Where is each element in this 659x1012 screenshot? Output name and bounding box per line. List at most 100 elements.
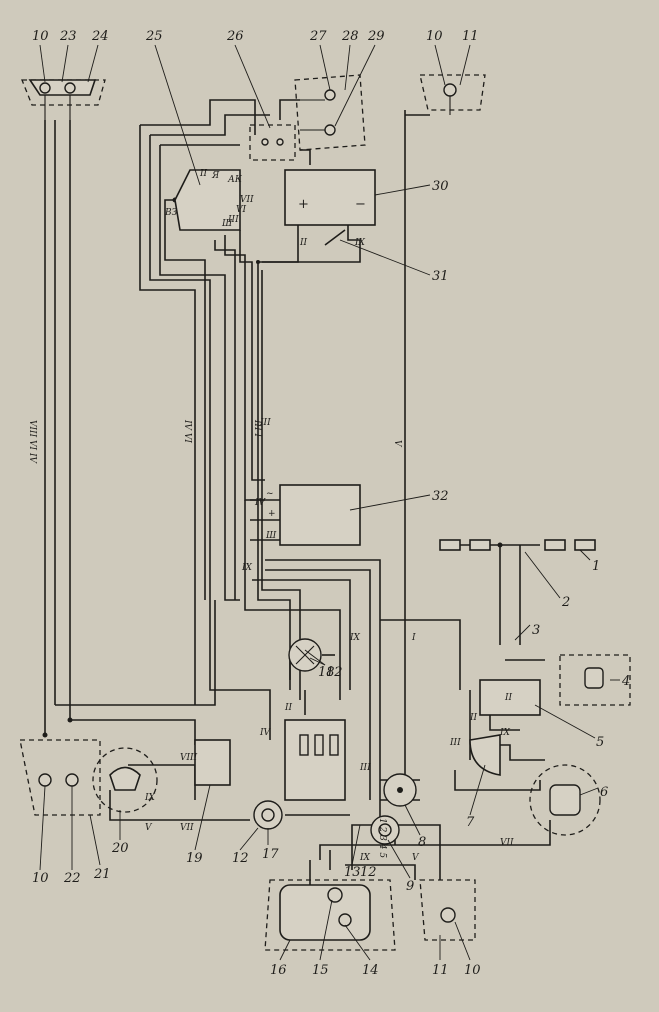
gen-terminal-ac: ~ xyxy=(266,489,274,499)
label-10-bottom: 10 xyxy=(464,963,481,978)
terminal-vz: ВЗ xyxy=(164,208,178,218)
wire-mark-reg-c: II xyxy=(199,169,208,179)
label-21: 21 xyxy=(93,867,111,882)
gen-terminal-plus: + xyxy=(268,509,276,519)
wire-mark-low-d: II xyxy=(504,693,513,703)
label-8: 8 xyxy=(418,835,426,850)
terminal-markers: ВЗ Я Ш АК Ш + ~ + − 1 2 3 4 5 xyxy=(164,171,387,858)
label-30: 30 xyxy=(432,179,449,194)
label-10-top-right: 10 xyxy=(426,29,443,44)
wire-mark-left-c: V xyxy=(145,823,153,833)
label-26: 26 xyxy=(226,29,244,44)
headlamp-top-left xyxy=(21,79,106,120)
label-31: 31 xyxy=(432,269,449,284)
battery-plus: + xyxy=(298,197,309,212)
ignition-coil-6 xyxy=(529,764,601,836)
label-14: 14 xyxy=(362,963,379,978)
wire-mark-gen-c: III xyxy=(259,418,271,428)
label-7: 7 xyxy=(466,815,475,830)
wire-mark-right-d: VII xyxy=(500,838,514,848)
gen-terminal-sh: Ш xyxy=(265,531,277,541)
component-19 xyxy=(194,739,231,786)
wire-mark-mid-bundle: IV VI xyxy=(182,419,192,443)
sensor-4 xyxy=(559,654,631,706)
wire-mark-v: V xyxy=(392,440,402,448)
wire-mark-batt-b: IX xyxy=(354,238,366,248)
label-17: 17 xyxy=(262,847,279,862)
label-32: 32 xyxy=(432,489,449,504)
label-10: 10 xyxy=(32,29,49,44)
switch-26 xyxy=(249,124,296,161)
label-12-b: 12 xyxy=(326,665,343,680)
terminal-ak: АК xyxy=(227,175,243,185)
label-16: 16 xyxy=(270,963,287,978)
label-19: 19 xyxy=(186,851,203,866)
terminal-ya: Я xyxy=(211,171,220,181)
wire-mark-reg-d: VII xyxy=(240,195,254,205)
wire-mark-gen-a: IV xyxy=(254,498,267,508)
label-29: 29 xyxy=(367,29,385,44)
battery-minus: − xyxy=(355,197,366,212)
label-11-top-right: 11 xyxy=(462,29,479,44)
switch-codes: 1 2 3 4 5 xyxy=(377,818,387,858)
wire-mark-reg-b: VI xyxy=(236,205,246,215)
wire-mark-gen-b: IX xyxy=(241,563,253,573)
wire-mark-left-a: VIII xyxy=(180,753,198,763)
label-1: 1 xyxy=(592,559,600,574)
label-13: 13 xyxy=(344,865,361,880)
label-12-c: 12 xyxy=(232,851,249,866)
wire-mark-right-a: II xyxy=(469,713,478,723)
label-4: 4 xyxy=(621,674,630,689)
label-22: 22 xyxy=(63,871,81,886)
label-2: 2 xyxy=(561,595,570,610)
label-9: 9 xyxy=(406,879,414,894)
lamp-18 xyxy=(288,638,322,672)
wire-mark-sw-d: IX xyxy=(349,633,361,643)
central-switch-8 xyxy=(383,773,417,807)
label-23: 23 xyxy=(59,29,77,44)
sound-signal-7 xyxy=(469,734,501,776)
wire-mark-low-a: I xyxy=(411,633,416,643)
side-lamp-left xyxy=(19,739,101,816)
battery xyxy=(284,169,376,226)
tail-lamp-bottom xyxy=(419,879,476,941)
lamp-9 xyxy=(370,815,400,845)
label-12-a: 12 xyxy=(360,865,377,880)
label-18: 18 xyxy=(318,665,335,680)
wire-mark-sw-c: IV xyxy=(259,728,272,738)
wire-mark-left-d: VII xyxy=(180,823,194,833)
label-28: 28 xyxy=(341,29,359,44)
label-5: 5 xyxy=(596,735,604,750)
wire-mark-low-b: V xyxy=(412,853,420,863)
label-3: 3 xyxy=(532,623,540,638)
wire-mark-sw-b: III xyxy=(359,763,371,773)
lamp-17 xyxy=(253,800,283,830)
wire-mark-reg-a: III xyxy=(227,215,239,225)
label-15: 15 xyxy=(312,963,329,978)
wire-mark-left-b: IX xyxy=(144,793,156,803)
wire-mark-c: III I xyxy=(252,419,262,438)
leader-lines xyxy=(39,44,620,961)
wire-mark-right-c: III xyxy=(449,738,461,748)
wire-mark-batt-a: II xyxy=(299,238,308,248)
relay-block-5 xyxy=(479,679,541,716)
label-24: 24 xyxy=(91,29,109,44)
wire-mark-right-b: IX xyxy=(499,728,511,738)
wire-mark-low-c: IX xyxy=(359,853,371,863)
terminal-sh: Ш xyxy=(221,219,233,229)
wire-mark-sw-a: II xyxy=(284,703,293,713)
generator-box xyxy=(279,484,361,546)
component-20-21 xyxy=(92,747,158,813)
component-labels: 10 23 24 25 26 27 28 29 10 11 30 31 32 1… xyxy=(32,29,630,978)
horn-assembly xyxy=(439,539,596,551)
wiring-harness xyxy=(42,99,551,940)
wire-markers: VIII VI IV IV VI III I V IV IX III II II… xyxy=(27,169,514,863)
label-11-bottom: 11 xyxy=(432,963,449,978)
voltage-regulator xyxy=(174,169,241,231)
main-switch-31 xyxy=(324,229,346,246)
label-6: 6 xyxy=(600,785,608,800)
fuse-panel xyxy=(284,719,346,801)
headlamp-16 xyxy=(264,879,396,951)
